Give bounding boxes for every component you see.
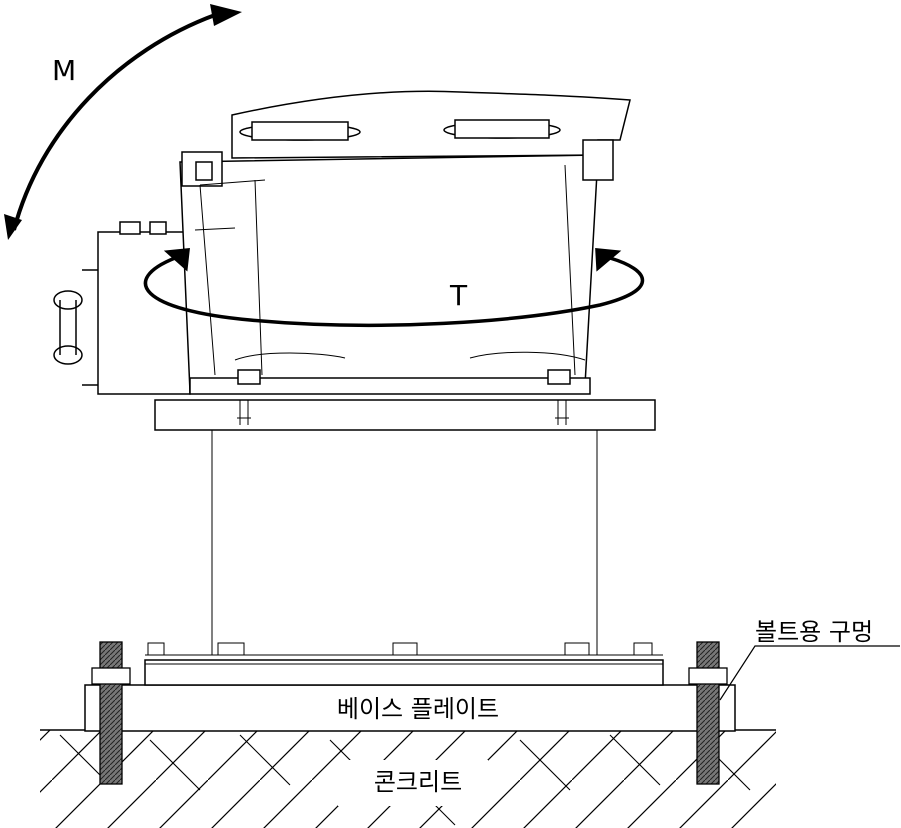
moment-arrow <box>4 4 242 240</box>
upper-mounting-plate <box>154 399 656 431</box>
torque-label: T <box>449 279 468 312</box>
guide-lines <box>211 430 598 655</box>
concrete-ground <box>40 729 776 828</box>
anchor-bolt-right <box>688 641 728 785</box>
bolt-hole-leader <box>719 645 900 701</box>
moment-label: M <box>52 54 76 87</box>
base-plate <box>84 659 736 732</box>
box-handle <box>53 269 98 386</box>
bolt-hole-label: 볼트용 구멍 <box>755 618 873 646</box>
plate-bolt-heads <box>145 642 663 656</box>
concrete-label: 콘크리트 <box>374 768 462 796</box>
robot-body <box>97 90 631 395</box>
base-plate-label: 베이스 플레이트 <box>337 695 499 723</box>
anchor-bolt-left <box>91 641 131 785</box>
torque-arrow <box>143 248 645 328</box>
